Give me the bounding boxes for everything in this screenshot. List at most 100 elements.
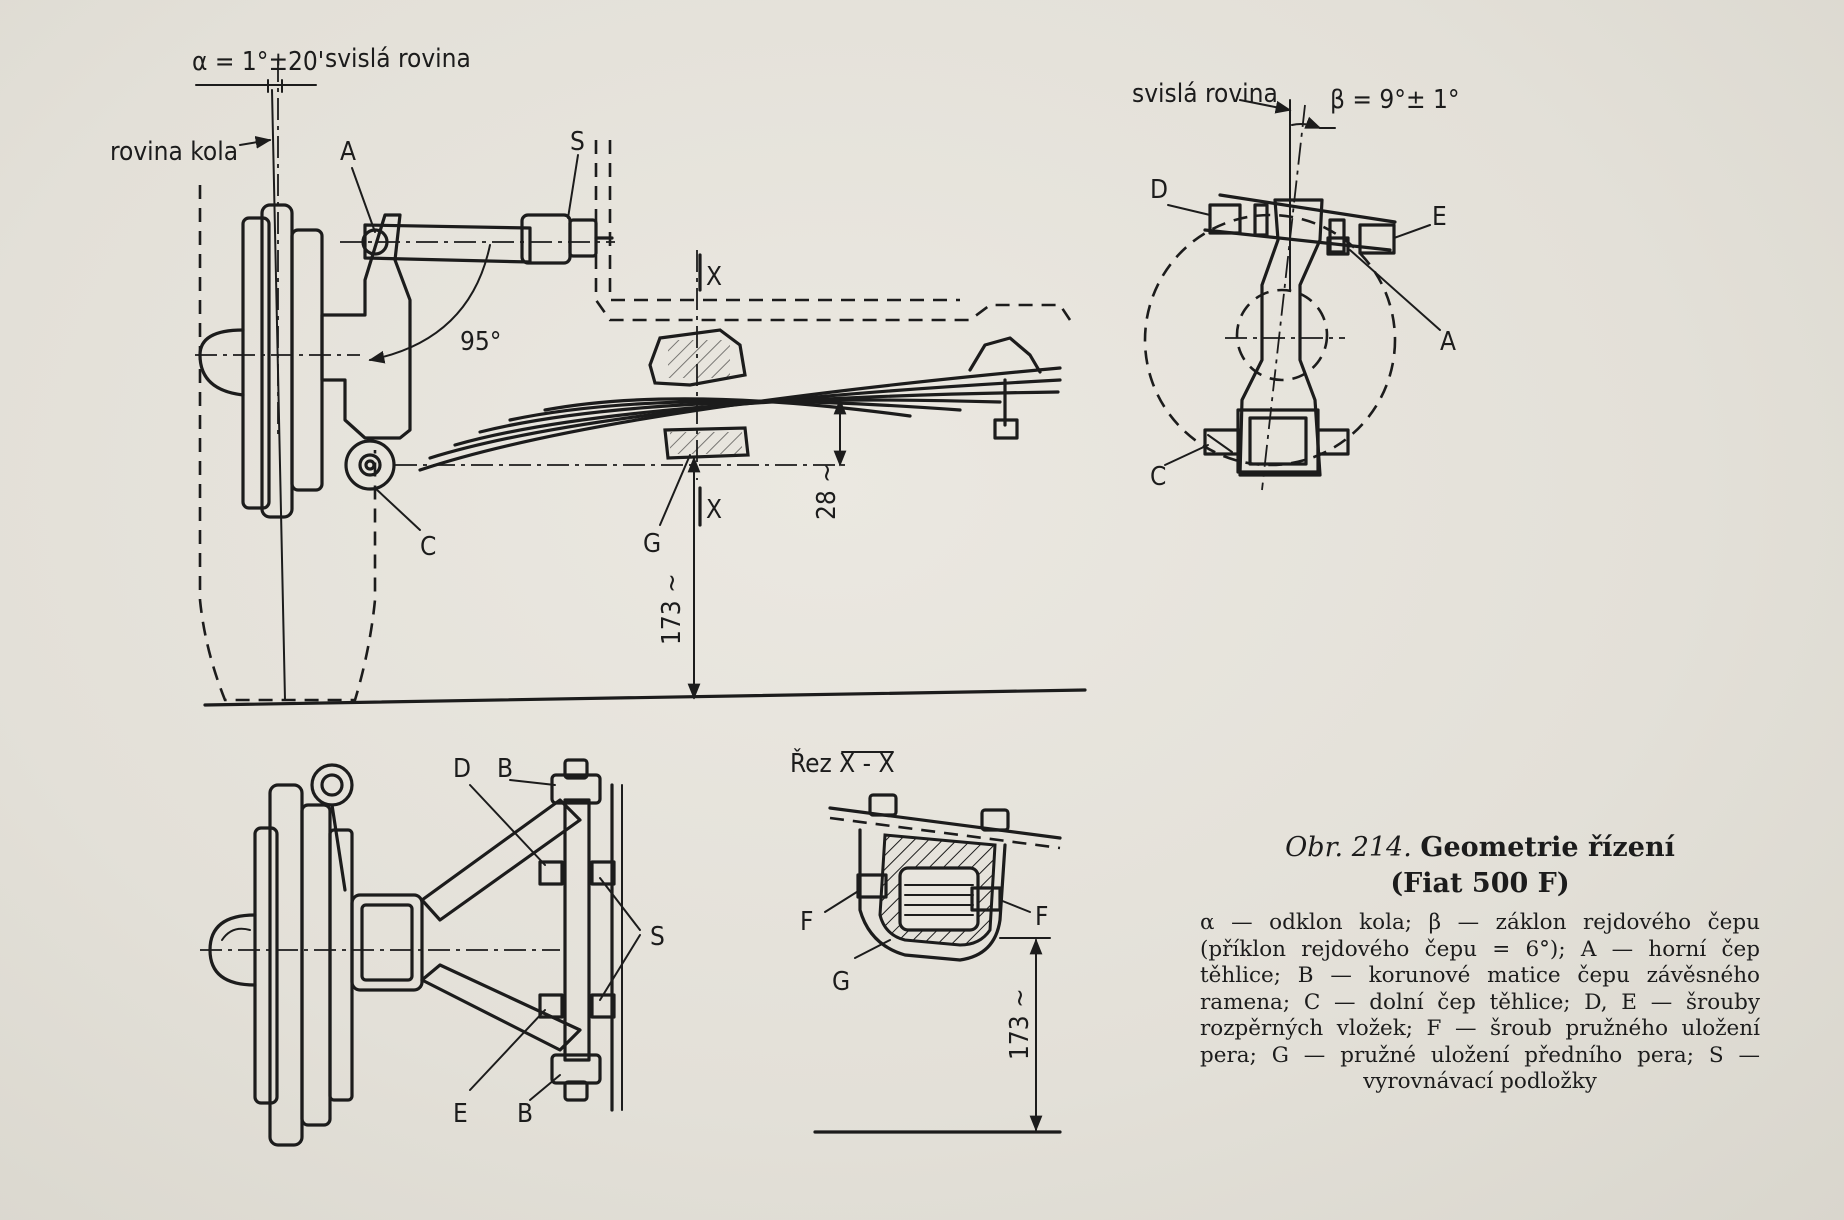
leader-S-plan-2 [599,934,641,1001]
section-leaf-pack [898,866,980,932]
label-vertical-plane-left: svislá rovina [325,44,471,74]
steering-knuckle [320,213,412,440]
section-top-bolt-right [980,808,1010,832]
figure-title: Geometrie řízení [1420,832,1675,863]
plan-hub-cap-dome [221,927,251,941]
leader-G-side [659,454,691,526]
section-top-bolt-left [868,793,898,817]
plan-view [200,758,641,1147]
leader-D-plan [469,784,546,866]
label-A-front: A [1440,327,1456,357]
side-view [195,60,1087,707]
spring-eye-outer [344,439,396,491]
leader-B-plan-top [509,779,556,786]
leader-S-side [567,154,579,219]
drawing-labels: α = 1°±20' svislá rovina rovina kola svi… [110,44,1460,1129]
label-D-front: D [1150,175,1168,205]
spring-eye-inner [358,453,382,477]
hub-cap [198,328,245,397]
bump-stop-nut [993,418,1019,440]
label-G-section: G [832,967,850,997]
bolt-D-inner [1253,203,1269,237]
kingpin-body [1238,198,1324,477]
plan-top-eye-outer [310,763,354,807]
label-dim-173-main: 173 ~ [657,573,687,645]
bolt-C [1203,428,1241,456]
label-F-section-right: F [1035,902,1048,932]
leader-F-section-right [999,899,1031,913]
wheel-plane-leader [239,136,272,149]
pivot-circle [1235,288,1329,382]
leader-S-plan-1 [599,877,641,931]
label-section-title: Řez X - X [790,747,895,779]
angle-95-arc [368,244,491,364]
plan-top-eye-inner [320,773,344,797]
spring-pad-top-hatch [668,340,730,378]
label-A-side: A [340,137,356,167]
label-alpha-value: α = 1°±20' [192,47,324,77]
leader-E-front [1393,224,1431,239]
label-beta-value: β = 9°± 1° [1330,85,1460,115]
leaf-spring [418,366,1062,472]
wheel-outline-circle [1143,213,1397,467]
bump-stop [968,336,1042,374]
top-plate-upper [1218,193,1397,224]
bolt-D [1208,203,1242,235]
label-dim-173-section: 173 ~ [1005,988,1035,1060]
bolt-C-right [1316,428,1350,456]
section-x-x-view [813,751,1062,1134]
plan-lower-wishbone [420,963,582,1052]
label-G-side: G [643,529,661,559]
plan-pivot-shaft [563,798,591,1062]
plan-eye-link [330,803,347,892]
spring-pad-bottom-hatch [670,432,742,454]
label-E-plan: E [453,1099,468,1129]
label-section-mark-top: X [706,262,722,292]
label-B-plan-top: B [497,754,513,784]
spring-eye-pin [364,459,376,471]
upper-pin-nut [568,218,598,258]
leader-F-section-left [824,889,861,913]
label-D-plan: D [453,754,471,784]
label-section-mark-bottom: X [706,495,722,525]
figure-caption: Obr. 214. Geometrie řízení (Fiat 500 F) … [1200,830,1760,1096]
chassis-inner [608,140,960,302]
bolt-E-inner [1328,218,1346,254]
plan-knuckle-inner [360,903,414,982]
plan-drum [300,803,332,1127]
label-vertical-plane-right: svislá rovina [1132,79,1278,109]
leader-A-side [351,167,376,233]
figure-number: Obr. 214. [1285,832,1412,863]
label-dim-28: 28 ~ [812,463,842,520]
bolt-C-threads [1207,434,1233,453]
leader-D-front [1167,204,1211,216]
kingpin-axis [1261,104,1306,491]
leader-C-side [374,487,421,531]
label-wheel-plane: rovina kola [110,137,238,167]
brake-drum [241,216,271,510]
label-B-plan-bottom: B [517,1099,533,1129]
plan-wheel-disc [253,826,279,1105]
label-C-side: C [420,532,436,562]
leader-A-front [1349,249,1441,331]
plan-bolt-D-right [590,860,616,886]
beta-angle-arc [1291,116,1322,129]
label-S-plan: S [650,922,665,952]
plan-nut-B-top-cap [563,758,589,780]
section-housing [858,828,1007,962]
plan-nut-B-bottom-cap [563,1080,589,1102]
plan-knuckle [350,893,424,992]
figure-subtitle: (Fiat 500 F) [1390,868,1570,899]
tyre-outline [198,185,377,702]
leader-B-plan-bottom [529,1074,561,1101]
ground-line-main [203,688,1087,707]
front-view [1143,99,1441,491]
upper-link-arm [363,223,532,264]
label-E-front: E [1432,202,1447,232]
plan-bolt-E [538,993,564,1019]
lower-block-inner [1248,416,1308,466]
vertical-plane-front-leader [1239,99,1292,114]
label-angle-95: 95° [460,327,501,357]
